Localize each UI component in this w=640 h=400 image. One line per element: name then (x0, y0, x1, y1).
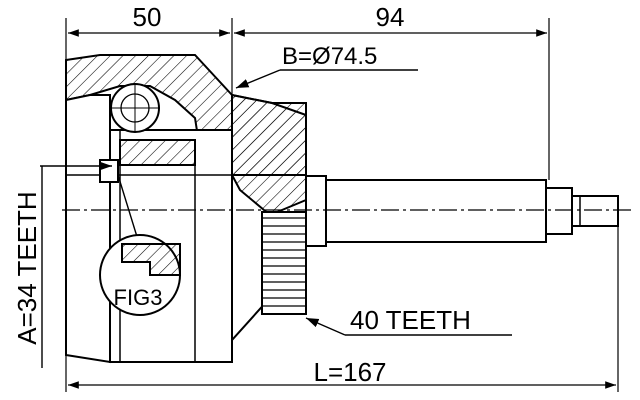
output-shaft (305, 175, 619, 247)
fig3-label: FIG3 (114, 285, 163, 310)
diameter-leader (235, 69, 281, 89)
dimension-label-50: 50 (133, 2, 162, 32)
inner-teeth-label: A=34 TEETH (12, 191, 42, 344)
fig3-detail: FIG3 (99, 174, 181, 316)
shaft-thread-end (571, 195, 619, 227)
housing-left-rim (65, 94, 111, 364)
top-dimensions: 50 94 (65, 2, 550, 180)
outer-housing (65, 54, 307, 364)
outer-teeth-callout: 40 TEETH (305, 305, 512, 336)
dimension-label-total-length: L=167 (313, 357, 386, 387)
dimension-label-94: 94 (376, 2, 405, 32)
spline-band (261, 211, 307, 315)
inner-race-section (119, 139, 196, 166)
diameter-label: B=Ø74.5 (282, 43, 377, 70)
shaft-collar (305, 175, 327, 247)
diameter-callout: B=Ø74.5 (235, 43, 418, 89)
inner-teeth-callout: A=34 TEETH (12, 161, 112, 368)
fig3-leader (117, 174, 139, 241)
outer-splines (261, 211, 307, 315)
shaft-step (545, 187, 573, 235)
outer-teeth-label: 40 TEETH (350, 305, 471, 335)
outer-teeth-leader (305, 317, 346, 336)
ball-cage-section (99, 83, 196, 183)
bottom-dimension: L=167 (65, 195, 619, 392)
fig3-hatched-detail (121, 243, 181, 276)
housing-neck-section (231, 93, 307, 217)
spline-teeth (262, 217, 306, 307)
snap-ring (99, 159, 119, 183)
shaft-body (325, 179, 547, 243)
